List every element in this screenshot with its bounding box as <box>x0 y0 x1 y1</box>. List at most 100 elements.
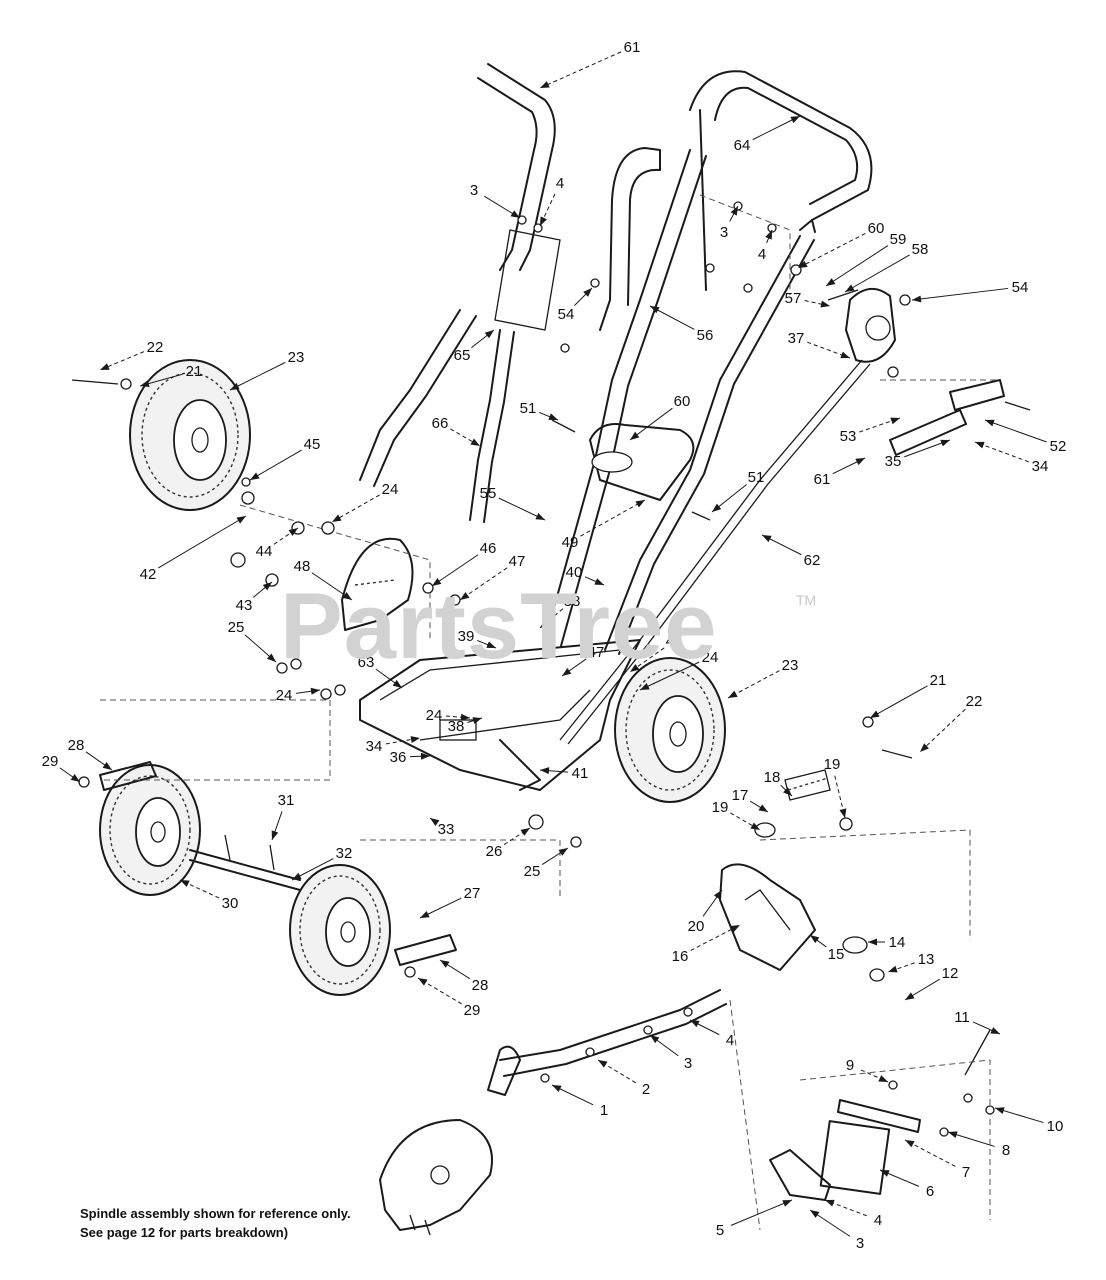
callout-3b: 3 <box>720 224 728 241</box>
leader-arrowhead-2 <box>598 1060 608 1068</box>
callout-64: 64 <box>734 137 751 154</box>
leader-arrowhead-12 <box>905 992 915 1000</box>
callout-13: 13 <box>918 951 935 968</box>
callout-leaders <box>59 51 1047 1237</box>
callout-55: 55 <box>480 485 497 502</box>
callout-7: 7 <box>962 1164 970 1181</box>
callout-19b: 19 <box>712 799 729 816</box>
leader-line-58 <box>844 254 910 293</box>
belt-guard-assembly <box>719 769 885 982</box>
leader-arrowhead-8 <box>948 1131 958 1139</box>
leader-line-49 <box>580 499 646 537</box>
leader-arrowhead-58 <box>845 284 855 292</box>
leader-arrowhead-65 <box>484 330 494 339</box>
callout-22a: 22 <box>147 339 164 356</box>
callout-25b: 25 <box>524 863 541 880</box>
leader-arrowhead-11 <box>990 1027 1000 1034</box>
leader-arrowhead-6 <box>880 1170 890 1177</box>
leader-arrowhead-61b <box>855 458 865 466</box>
callout-20: 20 <box>688 918 705 935</box>
watermark-trademark: TM <box>796 592 817 608</box>
leader-line-46a <box>431 554 479 587</box>
leader-arrowhead-34a <box>975 441 985 449</box>
callout-8: 8 <box>1002 1142 1010 1159</box>
callout-22b: 22 <box>966 693 983 710</box>
leader-line-45 <box>249 449 302 481</box>
leader-arrowhead-66 <box>470 438 480 446</box>
leader-arrowhead-7 <box>905 1140 915 1148</box>
callout-61a: 61 <box>624 39 641 56</box>
callout-24c: 24 <box>276 687 293 704</box>
leader-line-34a <box>974 441 1029 463</box>
callout-19a: 19 <box>824 756 841 773</box>
leader-arrowhead-24b <box>640 682 650 690</box>
leader-line-5 <box>730 1199 793 1226</box>
callout-63: 63 <box>358 654 375 671</box>
leader-arrowhead-47b <box>562 667 572 676</box>
leader-arrowhead-21a <box>140 380 150 387</box>
callout-40: 40 <box>566 564 583 581</box>
leader-line-24a <box>331 494 380 523</box>
leader-line-7 <box>904 1139 956 1167</box>
callout-3c: 3 <box>684 1055 692 1072</box>
callout-28b: 28 <box>472 977 489 994</box>
leader-line-23b <box>727 670 780 699</box>
callout-24b: 24 <box>702 649 719 666</box>
leader-arrowhead-5 <box>782 1200 792 1207</box>
leader-arrowhead-40 <box>594 578 604 585</box>
leader-arrowhead-35 <box>940 439 950 447</box>
leader-arrowhead-24d <box>460 713 470 721</box>
leader-arrowhead-32 <box>292 872 302 880</box>
leader-arrowhead-3d <box>810 1210 820 1218</box>
leader-line-61a <box>539 51 622 89</box>
callout-46a: 46 <box>480 540 497 557</box>
callout-58: 58 <box>912 241 929 258</box>
leader-arrowhead-29b <box>418 978 428 986</box>
leader-arrowhead-23b <box>728 690 738 698</box>
callout-60b: 60 <box>674 393 691 410</box>
callout-17: 17 <box>732 787 749 804</box>
callout-66: 66 <box>432 415 449 432</box>
leader-arrowhead-34b <box>410 736 420 743</box>
leader-arrowhead-3a <box>510 210 520 218</box>
callout-23a: 23 <box>288 349 305 366</box>
callout-37: 37 <box>788 330 805 347</box>
note-line-2: See page 12 for parts breakdown) <box>80 1225 289 1240</box>
leader-arrowhead-4d <box>825 1199 835 1207</box>
callout-2: 2 <box>642 1081 650 1098</box>
assembly-lines <box>100 194 1000 1231</box>
leader-arrowhead-57 <box>820 300 830 308</box>
leader-arrowhead-14 <box>868 938 877 946</box>
leader-arrowhead-62 <box>762 535 772 543</box>
callout-30: 30 <box>222 895 239 912</box>
leader-arrowhead-4b <box>765 230 772 240</box>
leader-arrowhead-53 <box>890 417 900 425</box>
leader-arrowhead-37 <box>840 351 850 359</box>
callout-44: 44 <box>256 543 273 560</box>
wheel-lower-center <box>289 864 391 996</box>
callout-53: 53 <box>840 428 857 445</box>
wheel-lower-left <box>99 764 201 896</box>
callout-4a: 4 <box>556 175 564 192</box>
leader-line-22a <box>99 351 145 371</box>
callout-38a: 38 <box>564 593 581 610</box>
callout-4c: 4 <box>726 1032 734 1049</box>
callout-36: 36 <box>390 749 407 766</box>
callout-41: 41 <box>572 765 589 782</box>
leader-arrowhead-4c <box>690 1020 700 1028</box>
leader-line-16 <box>690 924 741 951</box>
leader-line-52 <box>984 419 1047 443</box>
leader-arrowhead-52 <box>985 419 995 427</box>
leader-arrowhead-27 <box>420 910 430 918</box>
callout-12: 12 <box>942 965 959 982</box>
leader-arrowhead-19a <box>839 808 847 818</box>
leader-arrowhead-20 <box>713 890 722 900</box>
leader-line-42 <box>158 515 247 569</box>
callout-24a: 24 <box>382 481 399 498</box>
leader-line-47a <box>459 567 508 601</box>
leader-arrowhead-22b <box>920 743 929 752</box>
leader-arrowhead-25b <box>558 848 568 856</box>
leader-line-60a <box>797 233 866 269</box>
leader-line-23a <box>229 361 286 391</box>
